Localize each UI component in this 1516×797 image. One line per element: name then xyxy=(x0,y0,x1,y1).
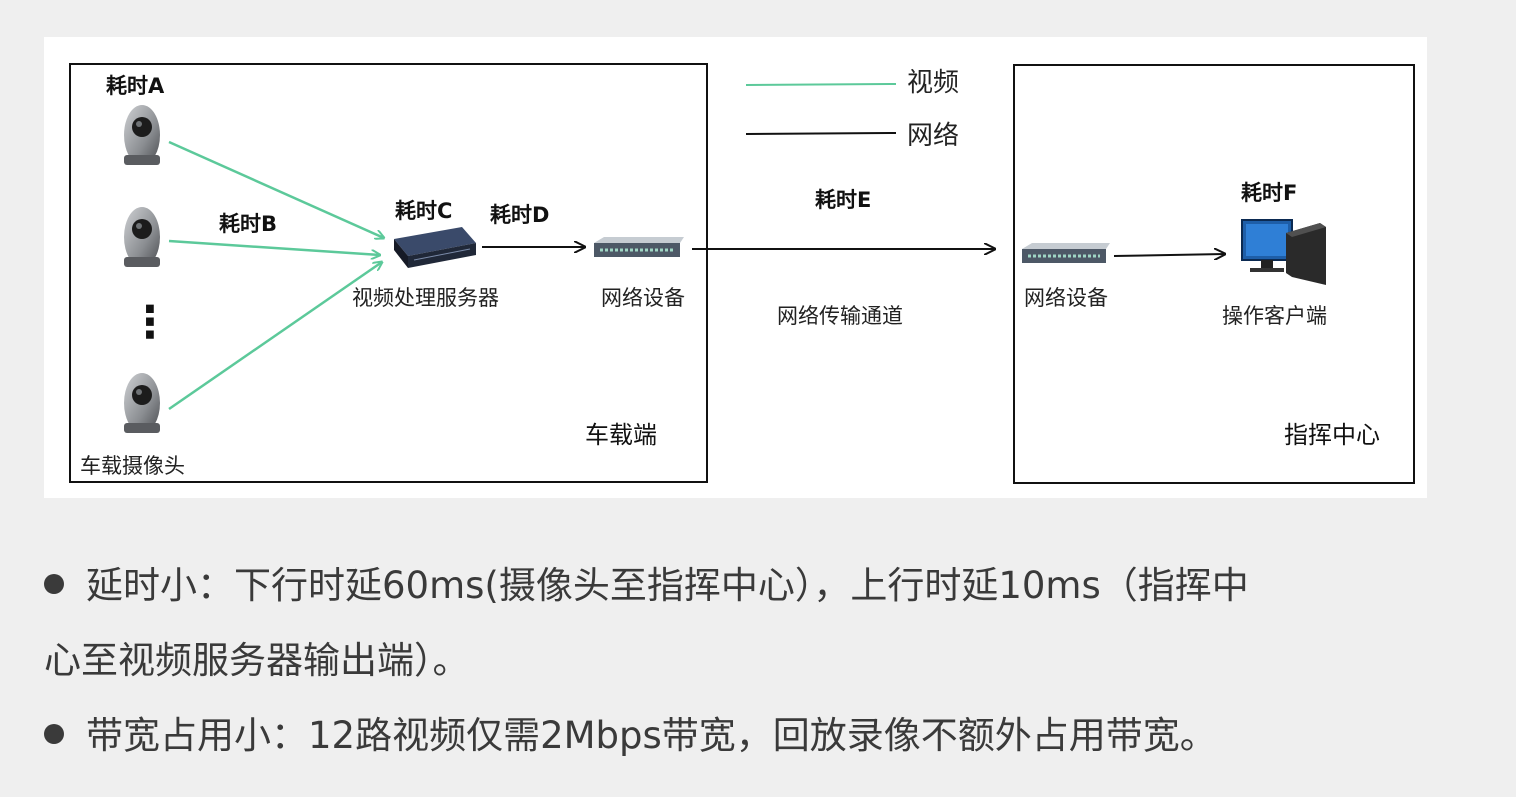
timing-c-label: 耗时C xyxy=(395,199,452,223)
timing-a-label: 耗时A xyxy=(106,74,165,98)
network-channel-label: 网络传输通道 xyxy=(777,304,903,328)
video-server-icon xyxy=(394,227,476,268)
latency-diagram: 视频 网络 耗时A 耗时B 耗时C 耗时D 耗时E 耗时F ⋮ 车 xyxy=(69,63,1415,484)
command-box-label: 指挥中心 xyxy=(1284,421,1380,449)
latency-text-line1: 延时小：下行时延60ms(摄像头至指挥中心），上行时延10ms（指挥中 xyxy=(86,564,1249,607)
latency-bullet: 延时小：下行时延60ms(摄像头至指挥中心），上行时延10ms（指挥中 xyxy=(44,548,1464,623)
video-line-cam2 xyxy=(168,239,380,255)
vehicle-network-device-label: 网络设备 xyxy=(601,286,685,310)
cameras-label: 车载摄像头 xyxy=(80,454,185,478)
latency-text-line2: 心至视频服务器输出端）。 xyxy=(44,639,470,682)
bandwidth-bullet: 带宽占用小：12路视频仅需2Mbps带宽，回放录像不额外占用带宽。 xyxy=(44,698,1464,773)
legend-network-line xyxy=(745,132,897,135)
timing-b-label: 耗时B xyxy=(219,212,277,236)
command-network-device-label: 网络设备 xyxy=(1024,286,1108,310)
camera-ellipsis: ⋮ xyxy=(128,297,172,348)
legend-video-line xyxy=(745,83,897,86)
operator-client-label: 操作客户端 xyxy=(1222,304,1327,328)
latency-bullet-continuation: 心至视频服务器输出端）。 xyxy=(44,623,1464,698)
vehicle-box-label: 车载端 xyxy=(585,421,657,449)
legend-video-label: 视频 xyxy=(907,68,959,98)
camera-icon xyxy=(124,373,160,433)
video-server-label: 视频处理服务器 xyxy=(352,286,499,310)
timing-d-label: 耗时D xyxy=(490,203,549,227)
desktop-computer-icon xyxy=(1241,219,1326,285)
bullet-dot-icon xyxy=(44,724,64,744)
timing-f-label: 耗时F xyxy=(1241,181,1297,205)
network-line-switch-to-client xyxy=(1113,254,1225,256)
command-center-box xyxy=(1013,64,1415,484)
video-line-cam3 xyxy=(168,262,382,411)
network-switch-icon xyxy=(594,237,684,257)
camera-icon xyxy=(124,207,160,267)
video-line-cam1 xyxy=(168,140,384,238)
bullet-dot-icon xyxy=(44,574,64,594)
feature-bullets: 延时小：下行时延60ms(摄像头至指挥中心），上行时延10ms（指挥中 心至视频… xyxy=(44,548,1464,773)
diagram-panel: 视频 网络 耗时A 耗时B 耗时C 耗时D 耗时E 耗时F ⋮ 车 xyxy=(44,37,1427,498)
timing-e-label: 耗时E xyxy=(815,188,871,212)
bandwidth-text: 带宽占用小：12路视频仅需2Mbps带宽，回放录像不额外占用带宽。 xyxy=(86,714,1217,757)
camera-icon xyxy=(124,105,160,165)
network-switch-icon xyxy=(1022,243,1110,263)
vehicle-box xyxy=(69,63,708,483)
legend-network-label: 网络 xyxy=(907,121,959,151)
